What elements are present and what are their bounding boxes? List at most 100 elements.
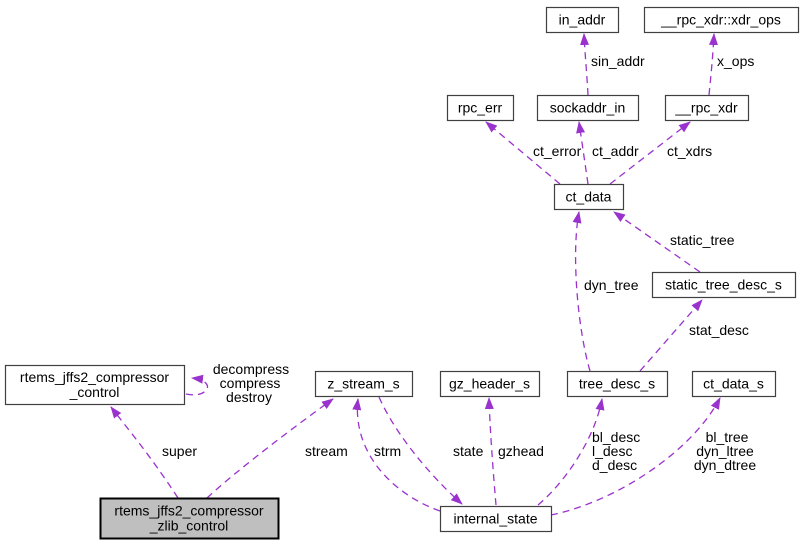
node-z_stream_s[interactable]: z_stream_s (314, 370, 414, 398)
edge-line-super (110, 406, 179, 499)
node-box-compressor_control[interactable] (4, 364, 186, 406)
edge-label-strm-0: strm (374, 443, 401, 459)
node-in_addr[interactable]: in_addr (545, 6, 620, 34)
edge-stat_desc: stat_desc (639, 299, 749, 372)
edge-x_ops: x_ops (708, 33, 754, 96)
edge-dyn_tree: dyn_tree (572, 211, 639, 372)
edge-line-dyn_tree (572, 211, 591, 372)
edge-line-stat_desc (639, 299, 703, 372)
edge-line-sin_addr (580, 33, 590, 96)
node-__rpc_xdr[interactable]: __rpc_xdr (664, 94, 750, 122)
edge-line-gzhead (484, 397, 497, 506)
node-sockaddr_in[interactable]: sockaddr_in (536, 94, 640, 122)
edge-line-x_ops (708, 33, 718, 96)
node-label-internal_state-0: internal_state (453, 511, 537, 527)
edge-label-bl_l_d_desc-2: d_desc (592, 457, 637, 473)
node-static_tree_desc_s[interactable]: static_tree_desc_s (651, 271, 797, 299)
node-box-__rpc_xdr[interactable] (664, 94, 750, 122)
edge-line-ct_xdrs (609, 121, 691, 185)
edge-label-ct_addr-0: ct_addr (592, 143, 639, 159)
node-box-xdr_ops[interactable] (643, 6, 800, 34)
node-gz_header_s[interactable]: gz_header_s (439, 370, 541, 398)
edge-label-x_ops-0: x_ops (717, 53, 754, 69)
node-label-ct_data_s-0: ct_data_s (703, 376, 764, 392)
edge-label-sin_addr-0: sin_addr (591, 53, 645, 69)
edge-line-state (378, 396, 463, 505)
edge-line-ct_error (485, 121, 561, 185)
node-label-zlib_control-1: _zlib_control (149, 518, 229, 534)
edge-state: state (378, 396, 484, 505)
edge-label-stat_desc-0: stat_desc (689, 322, 749, 338)
edge-line-bl_l_d_desc (537, 398, 605, 506)
node-tree_desc_s[interactable]: tree_desc_s (566, 370, 669, 398)
node-box-static_tree_desc_s[interactable] (651, 271, 797, 299)
edge-label-bl_l_d_desc-1: l_desc (592, 443, 632, 459)
edge-ct_addr: ct_addr (576, 121, 639, 185)
node-label-static_tree_desc_s-0: static_tree_desc_s (665, 277, 782, 293)
edge-label-gzhead-0: gzhead (498, 443, 544, 459)
edge-label-bl_l_d_desc-0: bl_desc (592, 429, 640, 445)
node-box-z_stream_s[interactable] (314, 370, 414, 398)
node-label-sockaddr_in-0: sockaddr_in (550, 100, 626, 116)
edge-label-stream-0: stream (305, 443, 348, 459)
node-rpc_err[interactable]: rpc_err (446, 94, 515, 122)
edge-label-trees-1: dyn_ltree (696, 443, 754, 459)
edge-line-trees (550, 397, 721, 516)
node-label-tree_desc_s-0: tree_desc_s (579, 376, 655, 392)
node-box-zlib_control[interactable] (99, 497, 280, 540)
node-label-compressor_control-0: rtems_jffs2_compressor (20, 369, 169, 385)
edge-stream: stream (206, 398, 348, 499)
edge-line-static_tree (613, 211, 701, 273)
node-box-in_addr[interactable] (545, 6, 620, 34)
edge-label-ct_error-0: ct_error (533, 143, 582, 159)
edge-label-state-0: state (453, 443, 484, 459)
node-box-tree_desc_s[interactable] (566, 370, 669, 398)
edge-label-self_funcs-1: compress (220, 375, 281, 391)
edge-label-super-0: super (162, 443, 197, 459)
edge-gzhead: gzhead (484, 397, 544, 506)
node-label-gz_header_s-0: gz_header_s (449, 376, 530, 392)
edge-super: super (110, 406, 197, 499)
edge-label-dyn_tree-0: dyn_tree (584, 277, 639, 293)
edge-label-self_funcs-0: decompress (213, 361, 289, 377)
edge-ct_error: ct_error (485, 121, 582, 185)
edge-static_tree: static_tree (613, 211, 735, 273)
node-ct_data_s[interactable]: ct_data_s (691, 370, 777, 398)
edge-strm: strm (352, 398, 441, 512)
edge-label-self_funcs-2: destroy (226, 389, 272, 405)
node-box-sockaddr_in[interactable] (536, 94, 640, 122)
node-label-ct_data-0: ct_data (566, 189, 612, 205)
edge-line-stream (206, 398, 334, 499)
node-box-ct_data_s[interactable] (691, 370, 777, 398)
node-label-__rpc_xdr-0: __rpc_xdr (674, 100, 738, 116)
edge-label-trees-0: bl_tree (706, 429, 749, 445)
node-label-compressor_control-1: _control (69, 384, 120, 400)
node-box-gz_header_s[interactable] (439, 370, 541, 398)
node-label-rpc_err-0: rpc_err (458, 100, 503, 116)
edge-label-static_tree-0: static_tree (670, 232, 735, 248)
edge-label-trees-2: dyn_dtree (694, 457, 756, 473)
node-compressor_control[interactable]: rtems_jffs2_compressor_control (4, 364, 186, 406)
node-label-in_addr-0: in_addr (559, 12, 606, 28)
node-internal_state[interactable]: internal_state (439, 505, 553, 533)
node-label-zlib_control-0: rtems_jffs2_compressor (114, 503, 263, 519)
node-zlib_control[interactable]: rtems_jffs2_compressor_zlib_control (99, 497, 280, 540)
edge-line-self_funcs (185, 374, 209, 396)
edge-sin_addr: sin_addr (580, 33, 645, 96)
node-box-internal_state[interactable] (439, 505, 553, 533)
edge-line-strm (352, 398, 441, 512)
node-box-rpc_err[interactable] (446, 94, 515, 122)
edge-ct_xdrs: ct_xdrs (609, 121, 712, 185)
node-box-ct_data[interactable] (553, 183, 625, 211)
node-xdr_ops[interactable]: __rpc_xdr::xdr_ops (643, 6, 800, 34)
node-label-xdr_ops-0: __rpc_xdr::xdr_ops (660, 12, 781, 28)
node-ct_data[interactable]: ct_data (553, 183, 625, 211)
edge-label-ct_xdrs-0: ct_xdrs (667, 143, 712, 159)
edge-line-ct_addr (576, 121, 589, 185)
